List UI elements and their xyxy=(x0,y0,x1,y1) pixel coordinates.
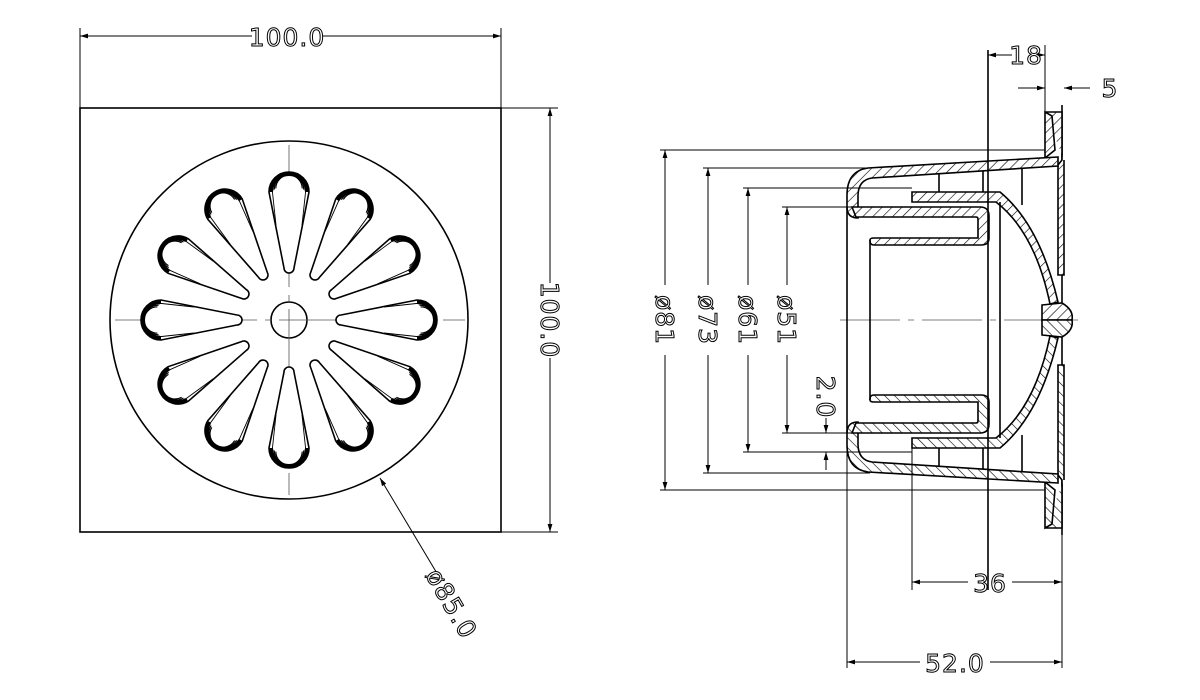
grate-slot xyxy=(268,171,310,274)
grate-slot xyxy=(335,299,438,341)
width-dimension: 100.0 xyxy=(249,23,326,52)
inner-diameter-dimension: ø51 xyxy=(772,295,801,345)
cup-diameter-dimension: ø61 xyxy=(733,295,762,345)
square-frame xyxy=(79,107,502,533)
grate-slot xyxy=(309,188,374,281)
grate-slot xyxy=(204,359,269,452)
grate-slot xyxy=(328,340,421,405)
grate-slot xyxy=(328,235,421,300)
grate-diameter-dimension: ø85.0 xyxy=(420,564,483,644)
total-depth-dimension: 52.0 xyxy=(925,649,985,678)
diameter-leader xyxy=(379,477,439,576)
grate-slots xyxy=(140,171,438,469)
outer-shell xyxy=(846,156,1059,219)
top-view: 100.0 100.0 ø85.0 xyxy=(79,23,565,644)
cup-depth-dimension: 36 xyxy=(973,569,1007,598)
diameter-dimensions: ø81 ø73 ø61 ø51 2.0 xyxy=(650,149,1045,491)
grate-slot xyxy=(309,359,374,452)
section-upper-half xyxy=(846,50,1074,321)
grate-slot xyxy=(157,340,250,405)
center-knob xyxy=(1041,302,1074,321)
wall-thickness-dimension: 2.0 xyxy=(811,376,840,419)
grate-circle xyxy=(109,140,469,500)
flange xyxy=(1044,110,1065,276)
cone-diameter-dimension: ø73 xyxy=(693,295,722,345)
outer-diameter-dimension: ø81 xyxy=(650,295,679,345)
flange-thickness-dimension: 5 xyxy=(1102,74,1119,103)
inner-cup xyxy=(850,206,990,246)
grate-slot xyxy=(157,235,250,300)
height-dimension: 100.0 xyxy=(535,282,564,359)
grate-slot xyxy=(140,299,243,341)
section-view: ø81 ø73 ø61 ø51 2.0 18 5 xyxy=(650,41,1119,679)
grate-slot xyxy=(268,366,310,469)
grate-slot xyxy=(204,188,269,281)
flange-depth-dimension: 18 xyxy=(1009,41,1043,70)
